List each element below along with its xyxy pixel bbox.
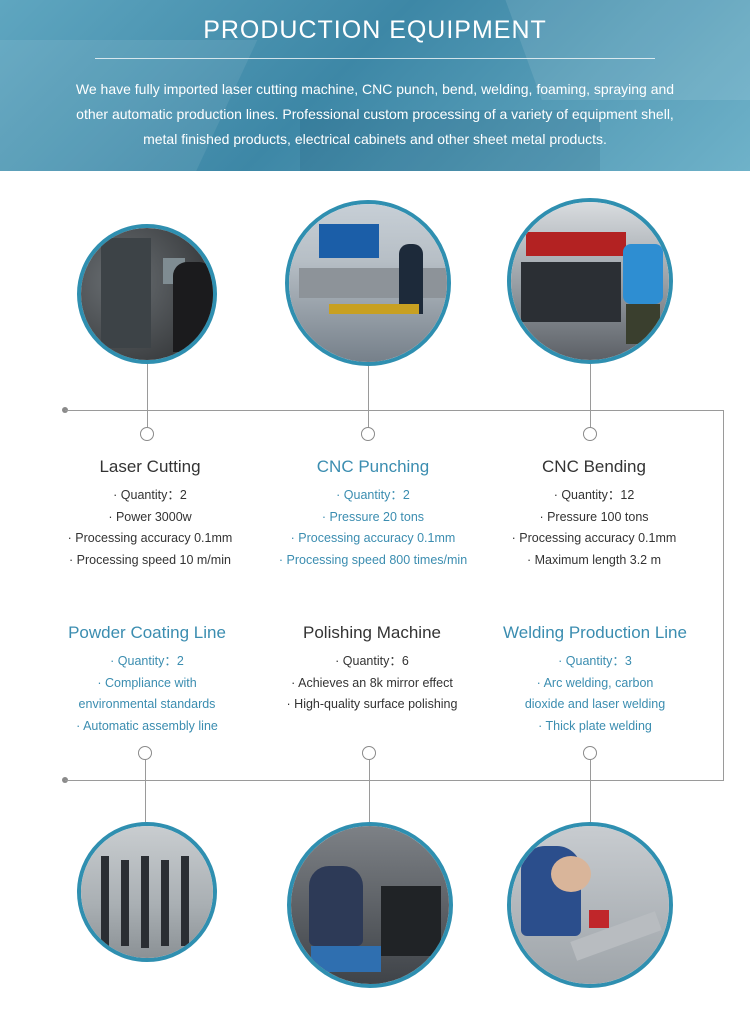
title-divider [95, 58, 655, 59]
equipment-spec: · Quantity：12 [553, 488, 635, 502]
timeline-node [362, 746, 376, 760]
equipment-spec: · Automatic assembly line [76, 718, 218, 733]
cnc-punching-photo [285, 200, 451, 366]
equipment-spec: dioxide and laser welding [524, 697, 666, 711]
timeline-node [583, 746, 597, 760]
timeline-right-line [723, 410, 724, 780]
laser-cutting-photo [77, 224, 217, 364]
timeline-node [361, 427, 375, 441]
equipment-spec: · Quantity：6 [335, 654, 409, 668]
equipment-spec: · Quantity：2 [110, 654, 184, 668]
header-banner: PRODUCTION EQUIPMENT We have fully impor… [0, 0, 750, 171]
equipment-item-cnc-bending: CNC Bending · Quantity：12 · Pressure 100… [479, 457, 709, 571]
equipment-spec: · Compliance with [97, 675, 197, 690]
equipment-spec: · Pressure 20 tons [321, 509, 425, 524]
equipment-spec: · Quantity：2 [113, 488, 187, 502]
equipment-spec: environmental standards [78, 697, 216, 711]
cnc-bending-photo [507, 198, 673, 364]
equipment-item-welding: Welding Production Line · Quantity：3 · A… [480, 623, 710, 737]
connector-line [590, 760, 591, 822]
banner-description: We have fully imported laser cutting mac… [75, 81, 675, 147]
equipment-spec: · Quantity：3 [558, 654, 632, 668]
equipment-title: CNC Bending [542, 457, 646, 476]
timeline-node [583, 427, 597, 441]
equipment-title: Laser Cutting [99, 457, 201, 476]
equipment-spec: · Processing speed 800 times/min [278, 552, 468, 567]
equipment-spec: · High-quality surface polishing [286, 697, 458, 711]
equipment-title: CNC Punching [316, 457, 430, 476]
equipment-title: Welding Production Line [503, 623, 687, 642]
equipment-spec: · Achieves an 8k mirror effect [291, 675, 453, 690]
polishing-machine-photo [287, 822, 453, 988]
powder-coating-photo [77, 822, 217, 962]
connector-line [147, 364, 148, 427]
connector-line [369, 760, 370, 822]
connector-line [368, 364, 369, 427]
equipment-spec: · Quantity：2 [336, 488, 410, 502]
equipment-title: Polishing Machine [303, 623, 441, 642]
equipment-spec: · Arc welding, carbon [536, 675, 654, 690]
equipment-spec: · Power 3000w [108, 509, 192, 524]
welding-line-photo [507, 822, 673, 988]
equipment-spec: · Thick plate welding [538, 718, 652, 733]
connector-line [590, 364, 591, 427]
equipment-item-laser-cutting: Laser Cutting · Quantity：2 · Power 3000w… [35, 457, 265, 571]
connector-line [145, 760, 146, 822]
equipment-spec: · Maximum length 3.2 m [526, 552, 662, 567]
equipment-spec: · Pressure 100 tons [539, 509, 649, 524]
equipment-title: Powder Coating Line [68, 623, 226, 642]
equipment-item-polishing: Polishing Machine · Quantity：6 · Achieve… [257, 623, 487, 716]
equipment-spec: · Processing accuracy 0.1mm [67, 531, 233, 545]
banner-decoration [300, 110, 600, 171]
equipment-item-powder-coating: Powder Coating Line · Quantity：2 · Compl… [32, 623, 262, 737]
timeline-node [140, 427, 154, 441]
timeline-bottom-line [65, 780, 724, 781]
equipment-spec: · Processing accuracy 0.1mm [290, 531, 456, 545]
timeline-top-line [65, 410, 724, 411]
page-title: PRODUCTION EQUIPMENT [203, 16, 547, 44]
equipment-item-cnc-punching: CNC Punching · Quantity：2 · Pressure 20 … [258, 457, 488, 571]
equipment-spec: · Processing speed 10 m/min [69, 552, 231, 567]
timeline-node [138, 746, 152, 760]
equipment-spec: · Processing accuracy 0.1mm [511, 531, 677, 545]
